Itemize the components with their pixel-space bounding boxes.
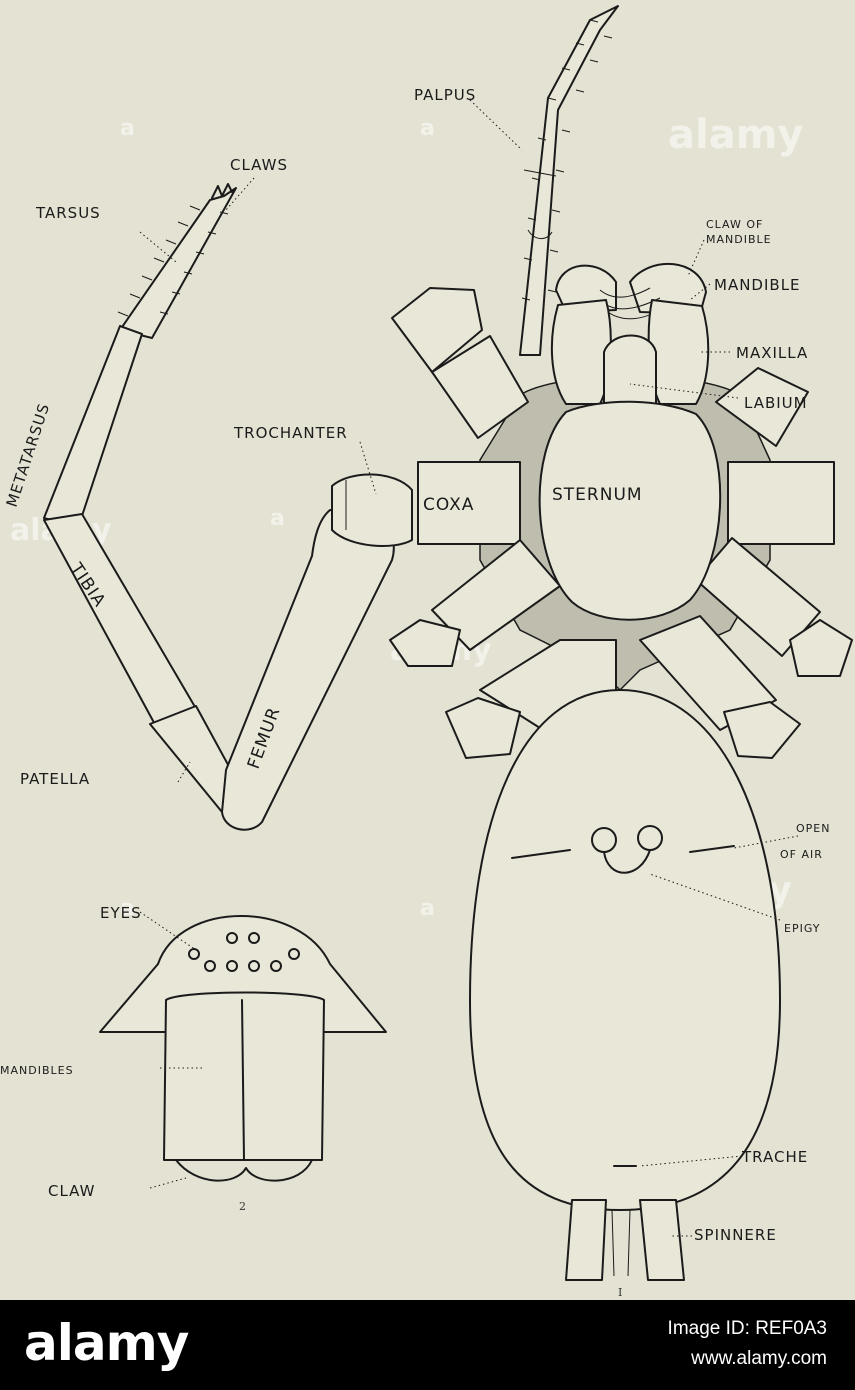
label-sternum: STERNUM xyxy=(552,485,643,505)
watermark-logo: alamy xyxy=(668,112,803,158)
left-air-opening xyxy=(511,849,571,859)
tarsus-segment xyxy=(119,187,237,339)
label-coxa: COXA xyxy=(423,495,474,515)
watermark-logo: a xyxy=(420,116,435,141)
head-mandibles xyxy=(163,991,325,1161)
label-epigynum: EPIGY xyxy=(784,922,821,935)
coxa-leg-4-right xyxy=(639,615,777,731)
footer-bar: alamy Image ID: REF0A3 www.alamy.com xyxy=(0,1300,855,1390)
spider-body-drawing xyxy=(389,5,853,1281)
label-opening-1: OPEN xyxy=(796,822,830,835)
site-url-link[interactable]: www.alamy.com xyxy=(691,1348,827,1369)
tibia-segment xyxy=(43,513,199,731)
head-claws xyxy=(175,1159,313,1182)
tarsus-bristles xyxy=(117,205,229,317)
right-maxilla xyxy=(647,299,710,405)
sternum-plate xyxy=(538,400,722,621)
label-eyes: EYES xyxy=(100,904,142,922)
labium-piece xyxy=(603,334,657,405)
leader-lines xyxy=(139,99,799,1237)
leg-drawing xyxy=(43,183,413,831)
label-palpus: PALPUS xyxy=(414,86,476,104)
claws-tip xyxy=(211,183,233,199)
label-labium: LABIUM xyxy=(744,394,808,412)
label-metatarsus: METATARSUS xyxy=(3,401,54,509)
head-drawing xyxy=(99,915,387,1182)
label-claws: CLAWS xyxy=(230,156,288,174)
right-mandible xyxy=(629,262,707,315)
spinneret-left xyxy=(565,1199,607,1281)
femur-segment xyxy=(221,509,395,831)
watermark-logo: a xyxy=(420,896,435,921)
coxa-leg-3-right xyxy=(695,537,821,657)
palpus-bristles xyxy=(521,19,613,301)
spinneret-right xyxy=(639,1199,685,1281)
label-claw: CLAW xyxy=(48,1182,95,1200)
plate-figure: alamy alamy alamy alamy a a a a a a a xyxy=(0,0,855,1300)
label-trochanter: TROCHANTER xyxy=(233,424,348,442)
coxa-leg-2-right xyxy=(727,461,835,545)
abdomen xyxy=(469,689,781,1211)
label-opening-2: OF AIR xyxy=(780,848,823,861)
label-mandibles: MANDIBLES xyxy=(0,1064,74,1077)
palpus-appendage xyxy=(519,5,619,356)
watermark-logo: a xyxy=(120,896,135,921)
label-patella: PATELLA xyxy=(20,770,90,788)
figure-number-2: 2 xyxy=(239,1200,246,1213)
label-tarsus: TARSUS xyxy=(35,204,101,222)
label-trachea: TRACHE xyxy=(741,1148,808,1166)
brand-logo[interactable]: alamy xyxy=(24,1314,189,1372)
coxa-leg-1-right xyxy=(715,367,809,447)
figure-number-1: I xyxy=(618,1286,622,1299)
metatarsus-segment xyxy=(43,325,143,529)
label-mandible: MANDIBLE xyxy=(714,276,801,294)
trochanter-segment xyxy=(331,473,413,547)
watermark-logo: a xyxy=(120,116,135,141)
trochanter-leg-1-left xyxy=(391,287,483,373)
label-maxilla: MAXILLA xyxy=(736,344,808,362)
right-air-opening xyxy=(689,845,735,853)
coxa-leg-2-left xyxy=(417,461,521,545)
label-claw-of-mandible-1: CLAW OF xyxy=(706,218,763,231)
coxa-leg-1-left xyxy=(431,335,529,439)
left-maxilla xyxy=(550,299,612,405)
spider-anatomy-diagram: alamy alamy alamy alamy a a a a a a a xyxy=(0,5,853,1299)
watermark-logo: a xyxy=(270,506,285,531)
label-spinnerets: SPINNERE xyxy=(694,1226,777,1244)
image-id-text: Image ID: REF0A3 xyxy=(667,1318,827,1339)
label-claw-of-mandible-2: MANDIBLE xyxy=(706,233,772,246)
patella-segment xyxy=(149,705,233,813)
eyes-cluster xyxy=(188,932,300,972)
